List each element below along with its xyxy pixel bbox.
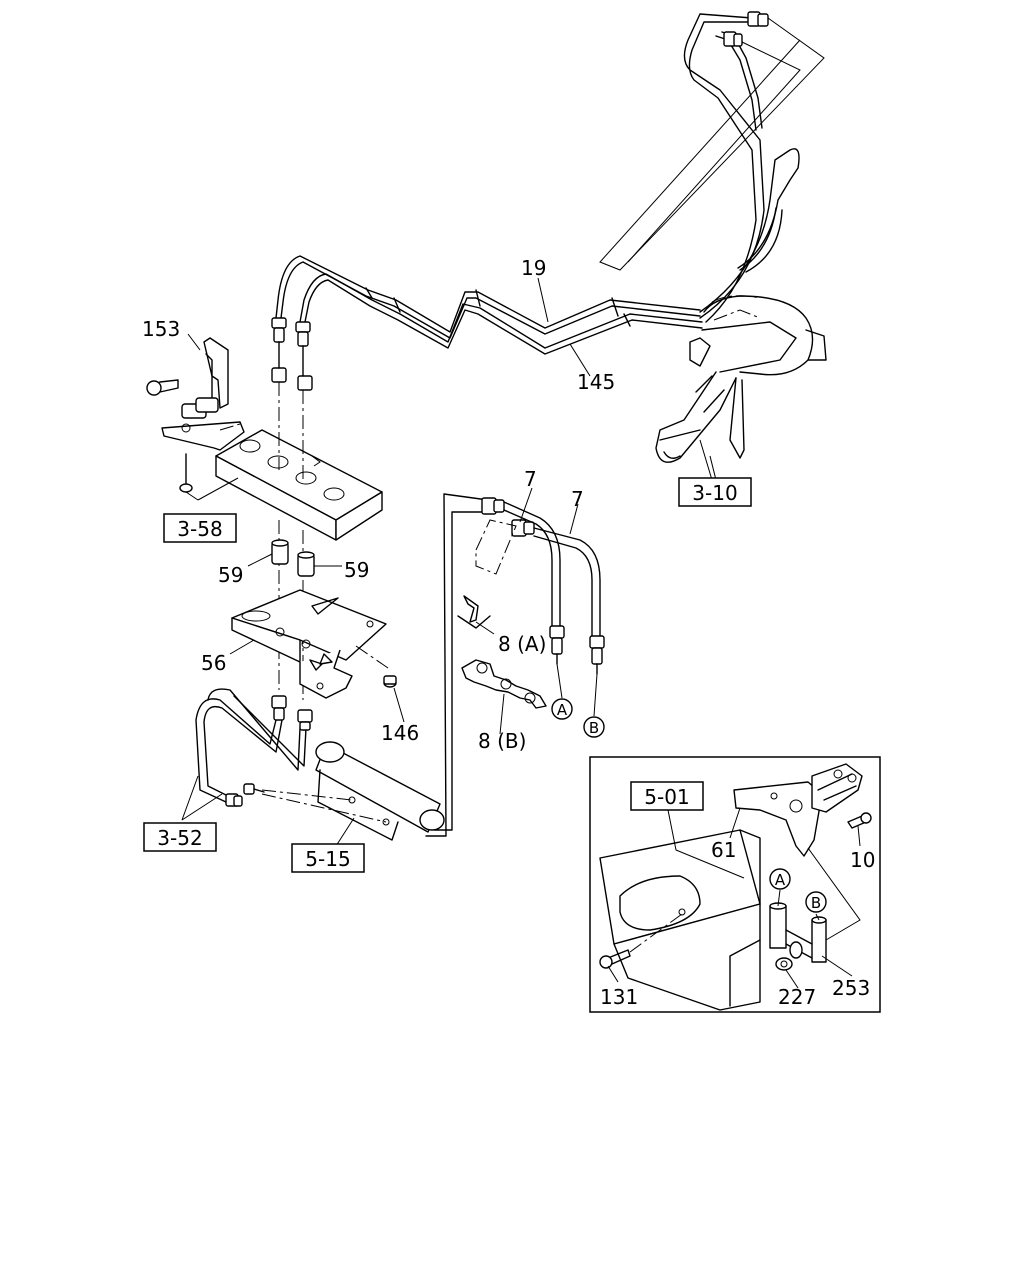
svg-text:A: A — [557, 701, 568, 719]
ref-5-15: 5-15 — [305, 847, 350, 871]
pedal-assembly — [655, 295, 827, 481]
ref-3-52: 3-52 — [157, 826, 202, 850]
pipe-joints — [365, 287, 631, 327]
spacers-59 — [271, 539, 315, 577]
label-253: 253 — [832, 976, 870, 1000]
label-146: 146 — [381, 721, 419, 745]
svg-text:A: A — [775, 871, 786, 889]
ref-box-5-01: 5-01 — [630, 781, 704, 811]
marker-b-inset: B — [805, 891, 827, 913]
plate-3-58 — [161, 421, 245, 451]
label-56: 56 — [201, 651, 226, 675]
ref-box-3-10: 3-10 — [678, 477, 752, 507]
clip-8b — [461, 659, 547, 709]
bolt-10 — [847, 812, 872, 829]
label-59-right: 59 — [344, 558, 369, 582]
svg-text:B: B — [589, 719, 599, 737]
label-153: 153 — [142, 317, 180, 341]
label-19: 19 — [521, 256, 546, 280]
bolt-131 — [599, 913, 683, 969]
upper-pipe-run — [683, 13, 800, 323]
ref-box-3-58: 3-58 — [163, 513, 237, 543]
label-59-left: 59 — [218, 563, 243, 587]
ref-3-10: 3-10 — [692, 481, 737, 505]
ref-box-3-52: 3-52 — [143, 822, 217, 852]
bolt-under-plate — [179, 453, 193, 493]
svg-text:B: B — [811, 894, 821, 912]
pipe-set-3-52 — [195, 688, 313, 807]
ref-5-01: 5-01 — [644, 785, 689, 809]
label-7-left: 7 — [524, 467, 537, 491]
nut-227 — [775, 957, 793, 971]
ref-3-58: 3-58 — [177, 517, 222, 541]
marker-a-main: A — [551, 698, 573, 720]
frame-rail-detail — [599, 829, 761, 1011]
nut-146 — [355, 645, 397, 688]
upper-leader-lines — [599, 17, 825, 271]
label-10: 10 — [850, 848, 875, 872]
label-8a: 8 (A) — [498, 632, 546, 656]
bracket-61 — [733, 763, 863, 857]
return-line — [425, 493, 489, 837]
brake-pipe-19 — [275, 255, 701, 339]
label-227: 227 — [778, 985, 816, 1009]
marker-b-main: B — [583, 716, 605, 738]
cross-tube-5-15 — [261, 741, 445, 841]
marker-a-inset: A — [769, 868, 791, 890]
hoses-7 — [475, 497, 605, 675]
bracket-56 — [231, 589, 387, 699]
leader-lines — [181, 277, 861, 989]
label-7-right: 7 — [571, 487, 584, 511]
clip-8a — [457, 595, 491, 629]
label-145: 145 — [577, 370, 615, 394]
bracket-153 — [146, 337, 229, 419]
label-8b: 8 (B) — [478, 729, 526, 753]
mounting-block — [215, 429, 383, 541]
label-131: 131 — [600, 985, 638, 1009]
ref-box-5-15: 5-15 — [291, 843, 365, 873]
brake-pipe-145 — [299, 273, 703, 355]
label-61: 61 — [711, 838, 736, 862]
top-fittings — [723, 11, 769, 47]
